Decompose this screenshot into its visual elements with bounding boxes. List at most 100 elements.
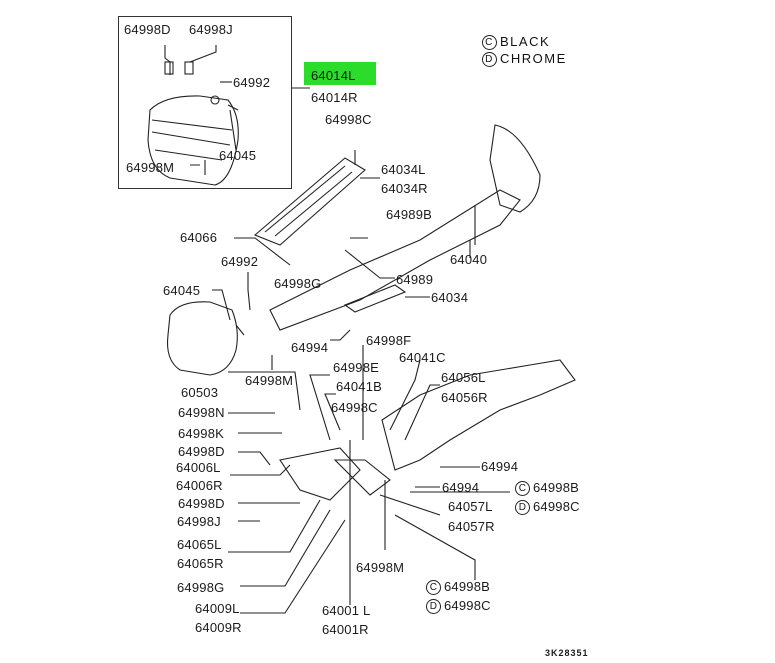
variant-mark-d: D xyxy=(426,599,441,615)
leader-64040 xyxy=(469,205,476,258)
legend-label-chrome: CHROME xyxy=(500,51,567,66)
part-label-64034R[interactable]: 64034R xyxy=(381,181,428,196)
inset-leader-64998M xyxy=(190,160,206,175)
leader-64998D-1 xyxy=(238,451,271,466)
part-label-64041C[interactable]: 64041C xyxy=(399,350,446,365)
part-label-64045-inset[interactable]: 64045 xyxy=(219,148,257,163)
step-plate-64034L xyxy=(253,157,366,246)
part-number: 64998B xyxy=(533,480,580,495)
part-label-64998J[interactable]: 64998J xyxy=(177,514,221,529)
part-label-64014L[interactable]: 64014L xyxy=(311,68,356,83)
strip-64034 xyxy=(343,284,407,313)
inset-leader-64998J xyxy=(189,45,217,63)
part-label-64998D-2[interactable]: 64998D xyxy=(178,496,225,511)
part-label-64006L[interactable]: 64006L xyxy=(176,460,221,475)
inset-leader-64045 xyxy=(227,104,239,151)
part-label-64994-r2[interactable]: 64994 xyxy=(442,480,480,495)
part-label-64998M-inset[interactable]: 64998M xyxy=(126,160,175,175)
bracket-upper-right xyxy=(489,124,541,213)
mudguard-64045 xyxy=(166,301,238,376)
inset-bolt-64992 xyxy=(210,95,220,105)
leader-64998E xyxy=(309,374,331,441)
part-label-60503[interactable]: 60503 xyxy=(181,385,219,400)
part-label-64998C-mid[interactable]: 64998C xyxy=(331,400,378,415)
part-label-64998N[interactable]: 64998N xyxy=(178,405,225,420)
part-number: 64998C xyxy=(444,598,491,613)
part-label-64998M-bot[interactable]: 64998M xyxy=(356,560,405,575)
inset-detail-box xyxy=(118,16,292,189)
part-label-64998F[interactable]: 64998F xyxy=(366,333,412,348)
part-label-64034L[interactable]: 64034L xyxy=(381,162,426,177)
part-label-64998D-inset[interactable]: 64998D xyxy=(124,22,171,37)
part-label-64066[interactable]: 64066 xyxy=(180,230,218,245)
inset-mudguard-ribs xyxy=(151,119,233,161)
leader-64998G-bot xyxy=(240,509,331,587)
part-label-64009L[interactable]: 64009L xyxy=(195,601,240,616)
part-label-64056R[interactable]: 64056R xyxy=(441,390,488,405)
part-label-64998G-bot[interactable]: 64998G xyxy=(177,580,225,595)
part-label-64994-r1[interactable]: 64994 xyxy=(481,459,519,474)
part-label-64040[interactable]: 64040 xyxy=(450,252,488,267)
leader-64006 xyxy=(230,464,291,476)
part-label-64065R[interactable]: 64065R xyxy=(177,556,224,571)
part-label-64045[interactable]: 64045 xyxy=(163,283,201,298)
part-label-64998E[interactable]: 64998E xyxy=(333,360,380,375)
part-label-64009R[interactable]: 64009R xyxy=(195,620,242,635)
frame-64056 xyxy=(381,359,576,471)
part-label-64057L[interactable]: 64057L xyxy=(448,499,493,514)
inset-mudguard-shape xyxy=(147,95,239,186)
part-label-64057R[interactable]: 64057R xyxy=(448,519,495,534)
leader-64041B xyxy=(324,393,341,431)
part-label-64992[interactable]: 64992 xyxy=(221,254,259,269)
step-plate-grid xyxy=(264,165,353,237)
figure-code: 3K28351 xyxy=(545,648,589,658)
part-label-64989[interactable]: 64989 xyxy=(396,272,434,287)
legend-label-black: BLACK xyxy=(500,34,551,49)
part-label-64001R[interactable]: 64001R xyxy=(322,622,369,637)
leader-64065 xyxy=(228,499,321,553)
part-label-64065L[interactable]: 64065L xyxy=(177,537,222,552)
bracket-64001 xyxy=(333,459,391,496)
bracket-64006 xyxy=(279,447,361,501)
leader-64998B-bot xyxy=(394,514,476,580)
part-label-64041B[interactable]: 64041B xyxy=(336,379,383,394)
part-label-64998G-mid[interactable]: 64998G xyxy=(274,276,322,291)
inset-bolt-64998J xyxy=(184,61,194,75)
leader-64034 xyxy=(354,150,380,179)
part-label-64998J-inset[interactable]: 64998J xyxy=(189,22,233,37)
part-number: 64998B xyxy=(444,579,491,594)
part-label-64006R[interactable]: 64006R xyxy=(176,478,223,493)
leader-64041C xyxy=(389,359,421,431)
part-label-64034[interactable]: 64034 xyxy=(431,290,469,305)
highlight-64014L xyxy=(304,62,376,85)
part-label-64998K[interactable]: 64998K xyxy=(178,426,225,441)
leader-64056 xyxy=(404,384,440,441)
part-label-64001L[interactable]: 64001 L xyxy=(322,603,371,618)
part-label-64014R[interactable]: 64014R xyxy=(311,90,358,105)
part-label-64989B[interactable]: 64989B xyxy=(386,207,433,222)
variant-mark-d: D xyxy=(515,500,530,516)
part-label-64998C-top[interactable]: 64998C xyxy=(325,112,372,127)
variant-mark-c: C xyxy=(515,481,530,497)
part-label-64998D-1[interactable]: 64998D xyxy=(178,444,225,459)
variant-mark-c: C xyxy=(426,580,441,596)
leader-64989 xyxy=(344,249,395,279)
leader-60503 xyxy=(228,371,301,411)
part-number: 64998C xyxy=(533,499,580,514)
part-label-64994-mid[interactable]: 64994 xyxy=(291,340,329,355)
rail-64040 xyxy=(269,189,521,331)
part-label-64056L[interactable]: 64056L xyxy=(441,370,486,385)
inset-leader-64998D xyxy=(164,45,171,75)
part-label-64998M-mid[interactable]: 64998M xyxy=(245,373,294,388)
leader-64994-mid xyxy=(330,329,351,341)
leader-64066 xyxy=(234,237,291,266)
leader-64992 xyxy=(247,272,251,311)
part-label-64992-inset[interactable]: 64992 xyxy=(233,75,271,90)
